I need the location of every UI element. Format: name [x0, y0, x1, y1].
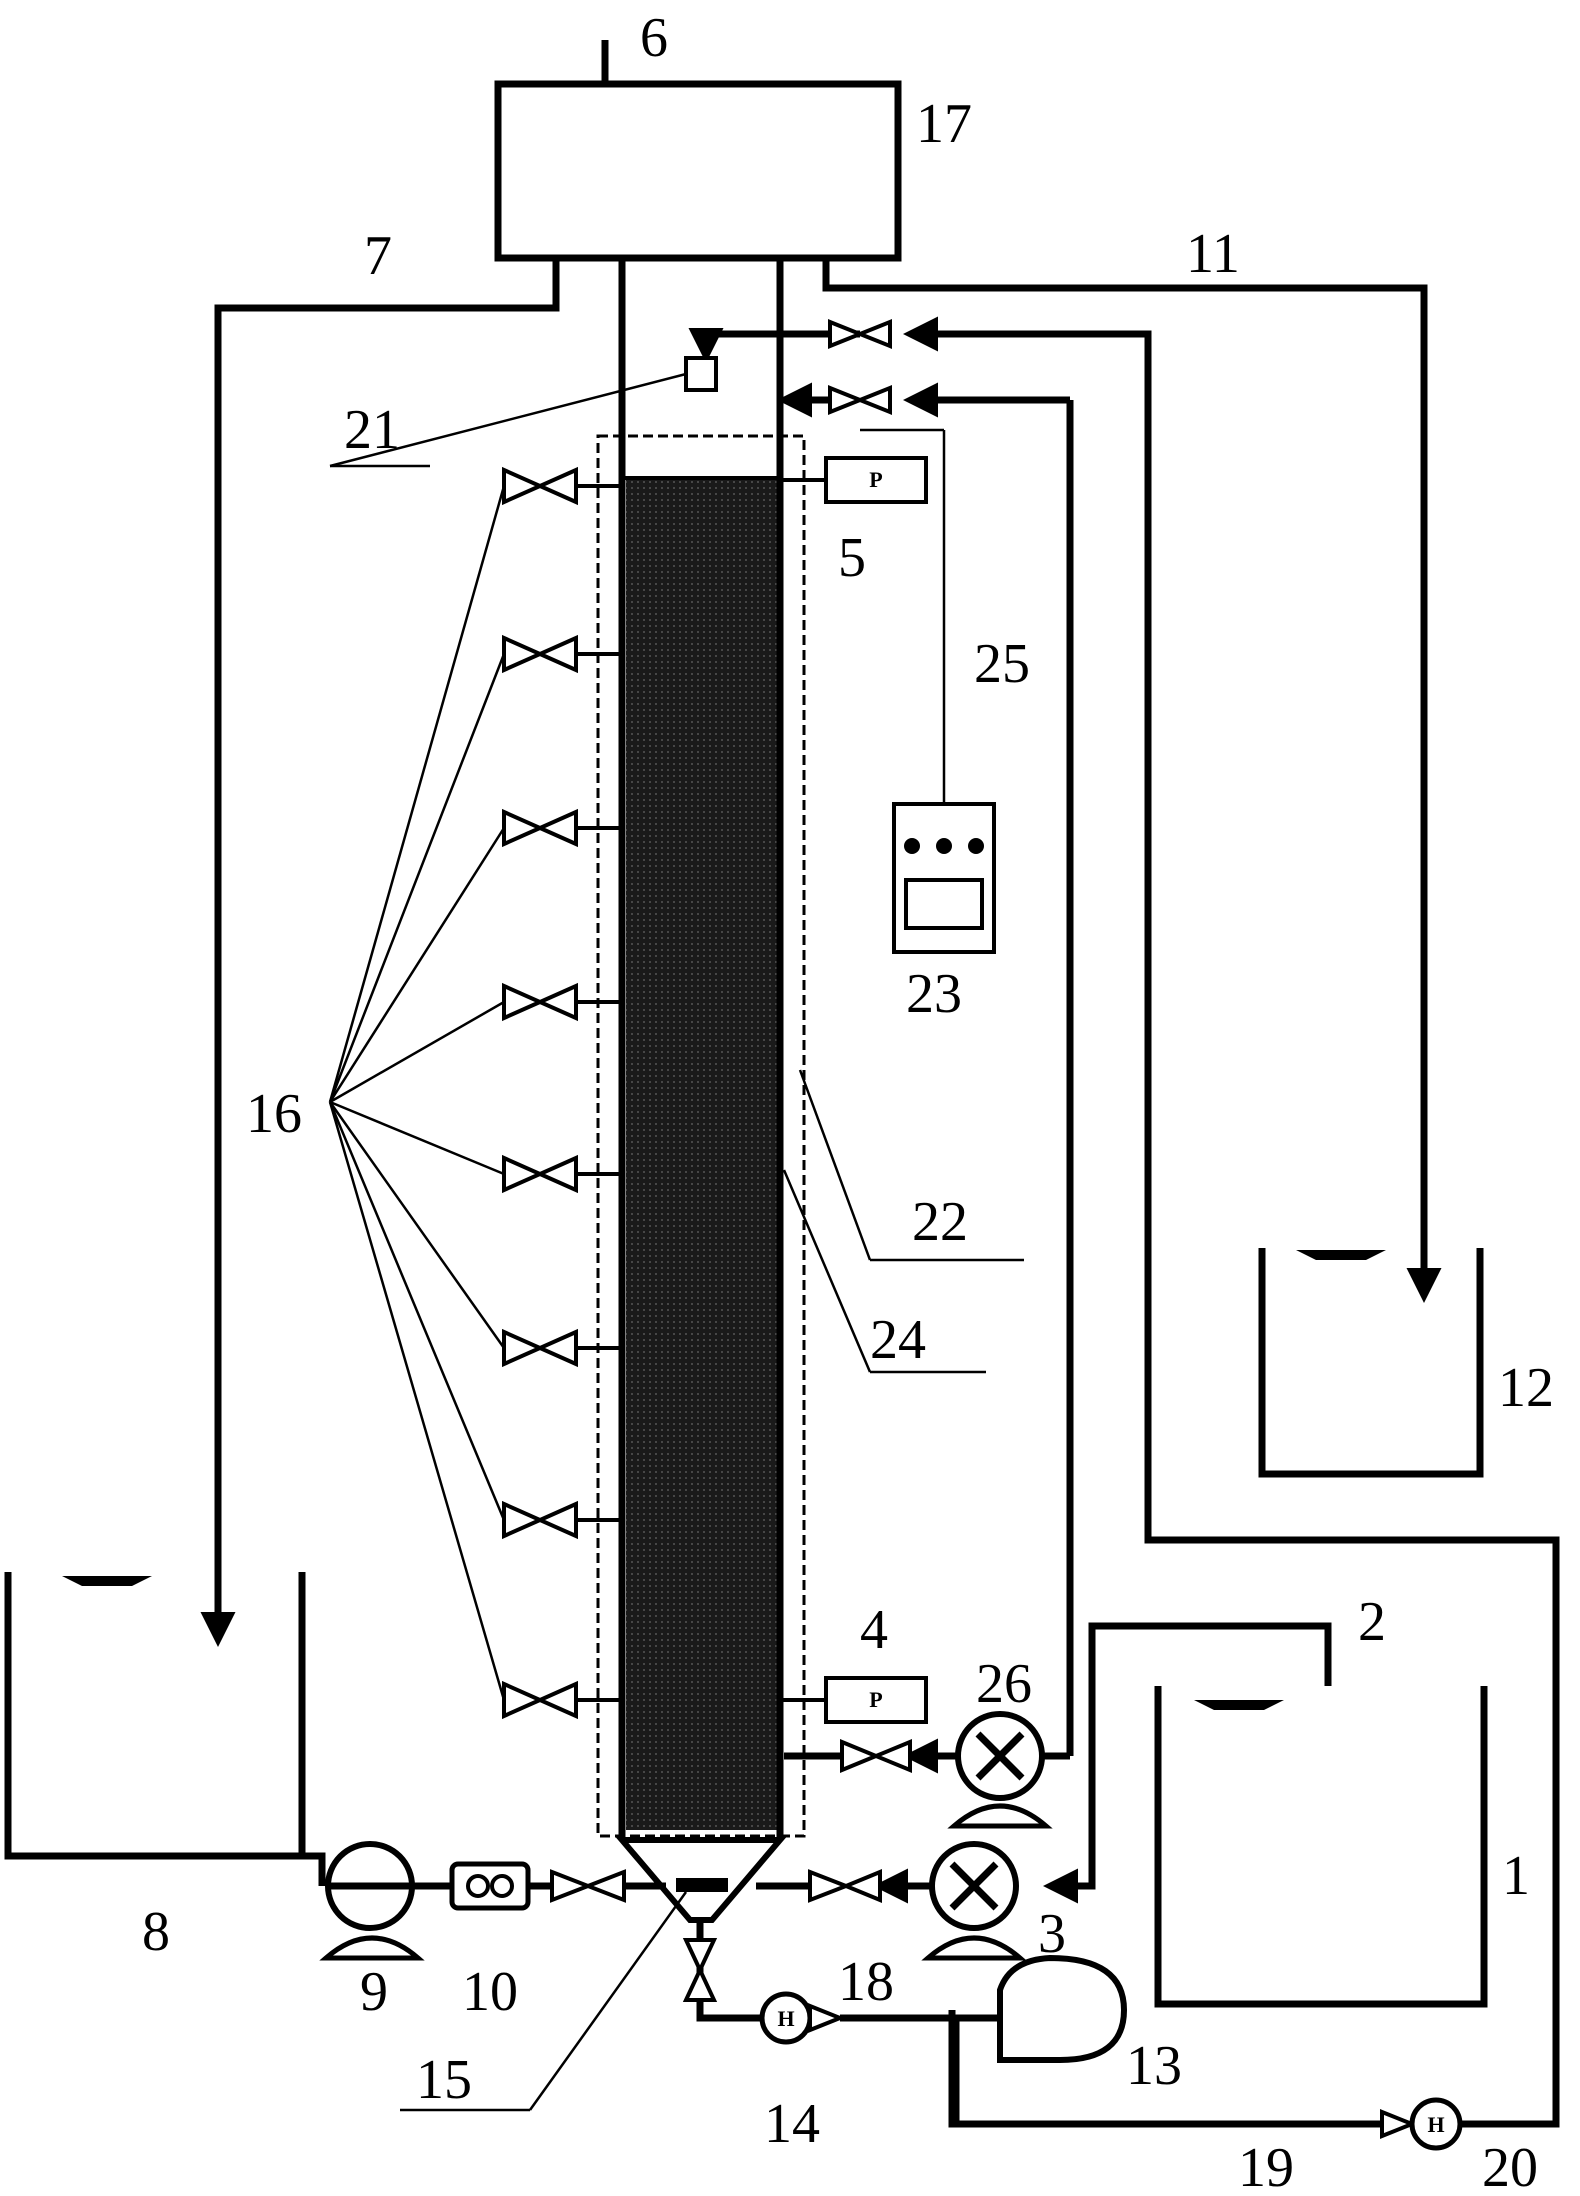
pump-26	[947, 1711, 1053, 1829]
label-5: 5	[838, 527, 866, 589]
flowmeter-text-20: H	[1427, 2112, 1444, 2137]
sampling-valve-5[interactable]	[502, 1154, 622, 1194]
pressure-gauge-bottom: P	[780, 1676, 928, 1724]
sampling-valve-2[interactable]	[502, 634, 622, 674]
label-2: 2	[1358, 1591, 1386, 1653]
label-4: 4	[860, 1599, 888, 1661]
label-3: 3	[1038, 1903, 1066, 1965]
flowmeter-14: H	[759, 1991, 846, 2045]
label-14: 14	[764, 2093, 820, 2155]
sampling-valve-4[interactable]	[502, 982, 622, 1022]
sampling-valve-1[interactable]	[502, 466, 622, 506]
temperature-controller	[892, 802, 996, 954]
heating-jacket	[596, 434, 806, 1838]
recycle-line	[903, 316, 1560, 2128]
water-level-1	[1194, 1700, 1284, 1710]
label-11: 11	[1186, 223, 1240, 285]
overflow-pipe-7	[200, 258, 560, 1647]
flowmeter-text-14: H	[777, 2006, 794, 2031]
flowmeter-20: H	[1380, 2097, 1463, 2151]
pump-9	[319, 1841, 425, 1961]
gauge-text-top: P	[869, 467, 882, 492]
label-22: 22	[912, 1191, 968, 1253]
label-17: 17	[916, 93, 972, 155]
top-tank	[494, 40, 902, 262]
label-19: 19	[1238, 2137, 1294, 2196]
label-25: 25	[974, 633, 1030, 695]
tank-8	[4, 1572, 306, 1860]
sprayer-21	[684, 356, 718, 392]
pump-9-valve[interactable]	[550, 1869, 626, 1903]
pump-26-valve[interactable]	[840, 1739, 912, 1773]
label-8: 8	[142, 1901, 170, 1963]
label-24: 24	[870, 1309, 926, 1371]
gauge-text-bottom: P	[869, 1687, 882, 1712]
pump-3	[921, 1841, 1027, 1961]
sampling-valve-3[interactable]	[502, 808, 622, 848]
pressure-gauge-top: P	[780, 456, 928, 504]
tank-1	[1154, 1686, 1488, 2008]
sampling-valve-8[interactable]	[502, 1680, 622, 1720]
label-21: 21	[344, 399, 400, 461]
sampling-valve-6[interactable]	[502, 1328, 622, 1368]
bottom-valve[interactable]	[682, 1938, 718, 2002]
water-level-8	[62, 1576, 152, 1586]
label-23: 23	[906, 963, 962, 1025]
label-6: 6	[640, 7, 668, 69]
label-1: 1	[1502, 1845, 1530, 1907]
label-7: 7	[364, 225, 392, 287]
blower-13	[997, 1954, 1128, 2063]
sampling-valve-7[interactable]	[502, 1500, 622, 1540]
line-25-valve[interactable]	[828, 385, 892, 415]
label-16: 16	[246, 1083, 302, 1145]
reactor-column	[596, 258, 806, 1923]
water-level-12	[1296, 1250, 1386, 1260]
packing-media	[626, 480, 778, 1830]
pump-3-valve[interactable]	[808, 1869, 882, 1903]
distributor-15	[676, 1878, 728, 1892]
label-26: 26	[976, 1653, 1032, 1715]
label-13: 13	[1126, 2035, 1182, 2097]
label-9: 9	[360, 1961, 388, 2023]
label-10: 10	[462, 1961, 518, 2023]
recycle-valve[interactable]	[828, 319, 892, 349]
tank-12	[1258, 1248, 1484, 1478]
return-pipe-19	[948, 2010, 1382, 2128]
label-12: 12	[1498, 1357, 1554, 1419]
effluent-pipe-11	[822, 258, 1442, 1303]
filter-10	[449, 1861, 531, 1911]
label-20: 20	[1482, 2137, 1538, 2196]
label-15: 15	[416, 2049, 472, 2111]
feed-pipe-2	[1043, 1622, 1332, 1904]
sampling-valves	[328, 466, 622, 1720]
label-18: 18	[838, 1951, 894, 2013]
